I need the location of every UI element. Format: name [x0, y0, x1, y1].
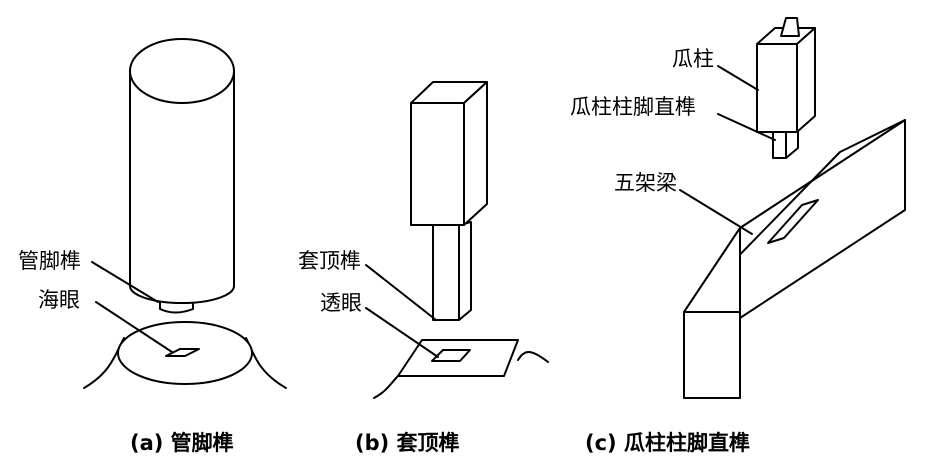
leader-hole-a [95, 301, 173, 353]
label-hole-b: 透眼 [320, 291, 362, 315]
label-tenon-c: 瓜柱柱脚直榫 [570, 95, 696, 119]
leader-tenon-a [91, 261, 159, 303]
hole-a [165, 348, 200, 357]
column-block-side-b [463, 81, 488, 226]
column-cap-c [780, 17, 800, 37]
label-tenon-a: 管脚榫 [18, 249, 81, 273]
base-stone-b [373, 351, 549, 399]
tenon-b [432, 221, 472, 321]
caption-b: (b) 套顶榫 [355, 431, 460, 455]
base-stone-top-a [117, 321, 253, 385]
leader-tenon-c [717, 113, 776, 141]
column-top-a [129, 38, 235, 104]
caption-c: (c) 瓜柱柱脚直榫 [585, 431, 750, 455]
leader-hole-b [365, 307, 439, 358]
column-block-side-c [796, 27, 816, 133]
label-beam-c: 五架梁 [614, 171, 677, 195]
column-block-front-b [410, 102, 465, 226]
panel-c: 瓜柱 瓜柱柱脚直榫 五架梁 [570, 17, 906, 399]
panel-b: 套顶榫 透眼 [298, 81, 549, 399]
label-column-c: 瓜柱 [672, 47, 714, 71]
leader-tenon-b [365, 264, 437, 321]
column-cylinder-a [129, 70, 235, 304]
label-tenon-b: 套顶榫 [298, 249, 361, 273]
beam-front-top-c [683, 227, 741, 313]
hole-b [431, 349, 471, 362]
label-hole-a: 海眼 [38, 288, 80, 312]
leader-beam-c [679, 189, 753, 235]
leader-column-c [717, 65, 759, 91]
panel-a: 管脚榫 海眼 [18, 38, 287, 389]
mortise-c [767, 199, 819, 244]
base-stone-top-b [397, 339, 519, 377]
caption-a: (a) 管脚榫 [130, 431, 234, 455]
beam-front-c [683, 311, 741, 399]
column-block-front-c [756, 43, 798, 133]
